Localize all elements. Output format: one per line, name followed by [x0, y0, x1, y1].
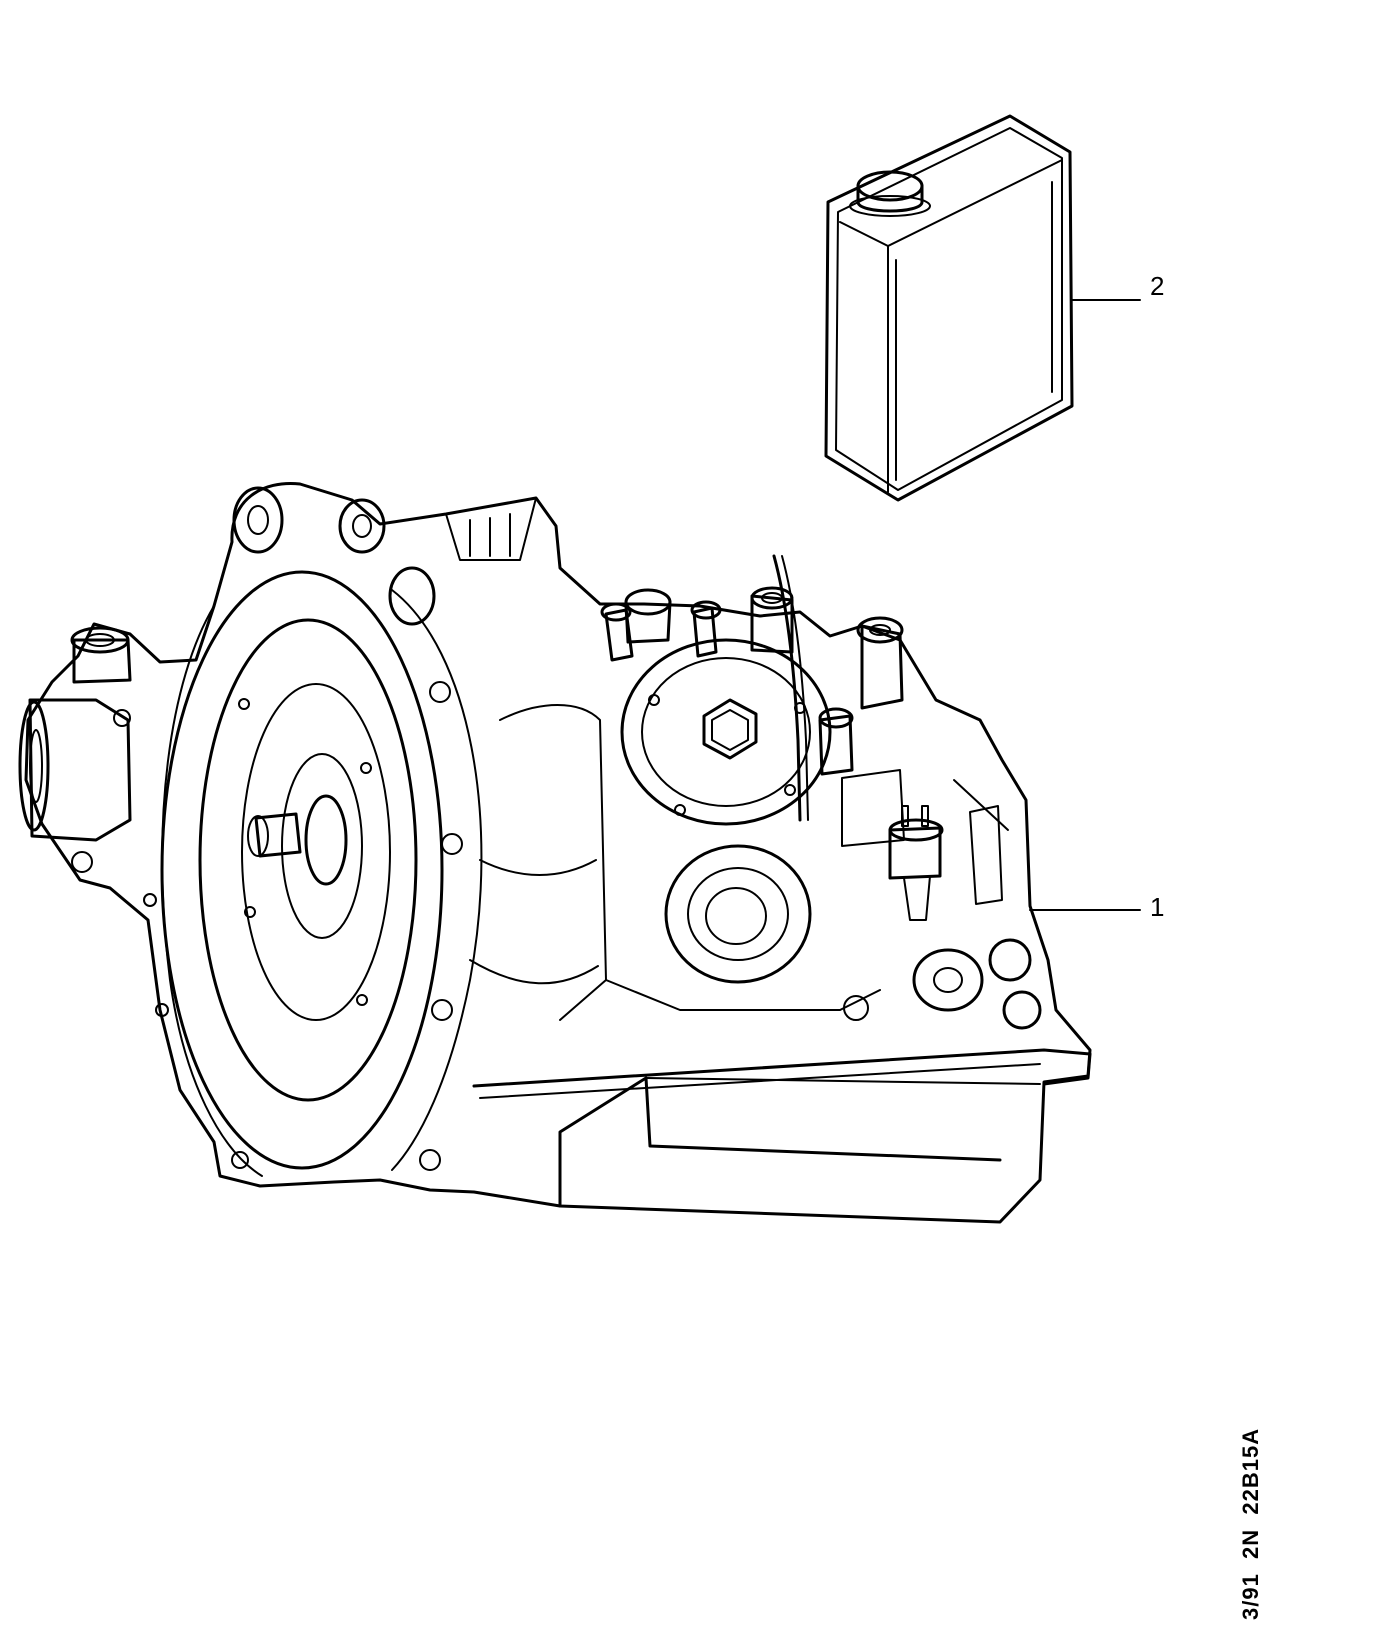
output-seal	[664, 844, 812, 984]
output-housing	[18, 626, 132, 873]
reference-code: 3/91 2N 22B15A	[1238, 1428, 1263, 1620]
fluid-can[interactable]	[824, 114, 1074, 502]
callout-1: 1	[1029, 892, 1164, 922]
callout-2: 2	[1071, 271, 1164, 301]
mounting-lugs	[232, 486, 537, 626]
can-cap	[849, 170, 931, 217]
oil-pan	[472, 1048, 1092, 1208]
drain-fitting	[843, 938, 1042, 1030]
pump-cover	[620, 638, 832, 826]
flange-bolts	[143, 681, 463, 1171]
callout-number-1: 1	[1150, 892, 1164, 922]
torque-converter	[160, 570, 444, 1170]
gearbox-assembly[interactable]	[18, 482, 1092, 1224]
top-fittings	[600, 554, 809, 822]
callout-number-2: 2	[1150, 271, 1164, 301]
pressure-switch	[888, 805, 944, 921]
